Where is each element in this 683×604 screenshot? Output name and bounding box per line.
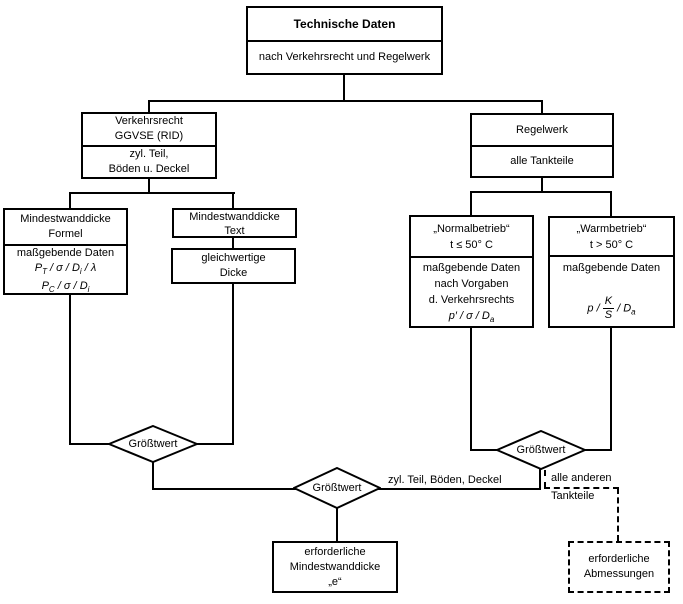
formula-p-sigma-da: p′ / σ / Da <box>448 310 495 325</box>
warmbetrieb-box: „Warmbetrieb“ t > 50° C maßgebende Daten… <box>548 216 675 328</box>
mindestwanddicke-formel-box: Mindestwanddicke Formel maßgebende Daten… <box>3 208 128 295</box>
formula-pc-sigma-di: PC / σ / Di <box>41 280 90 295</box>
connector-line <box>610 191 612 216</box>
connector-line <box>541 178 543 193</box>
gleichwertige-dicke-box: gleichwertige Dicke <box>171 248 296 284</box>
connector-line <box>336 508 338 541</box>
connector-line <box>610 328 612 450</box>
diamond-shape <box>108 425 198 463</box>
diamond-shape <box>293 467 381 509</box>
connector-line <box>470 449 499 451</box>
diamond-shape <box>496 430 586 470</box>
mindestwanddicke-text-box: Mindestwanddicke Text <box>172 208 297 238</box>
connector-line <box>232 192 234 208</box>
connector-line <box>69 295 71 445</box>
groesstwert-diamond-middle: Größtwert <box>293 467 381 509</box>
technische-daten-title: Technische Daten <box>248 8 441 42</box>
connector-line <box>470 191 612 193</box>
formel-head: Mindestwanddicke Formel <box>5 210 126 246</box>
technische-daten-subtitle: nach Verkehrsrecht und Regelwerk <box>258 51 431 64</box>
connector-line <box>470 191 472 215</box>
groesstwert-diamond-right: Größtwert <box>496 430 586 470</box>
verkehrsrecht-body: zyl. Teil, Böden u. Deckel <box>108 147 190 175</box>
verkehrsrecht-box: Verkehrsrecht GGVSE (RID) zyl. Teil, Böd… <box>81 112 217 179</box>
connector-line <box>69 192 235 194</box>
verkehrsrecht-head: Verkehrsrecht GGVSE (RID) <box>83 114 215 147</box>
edge-label-zyl-teil: zyl. Teil, Böden, Deckel <box>388 474 502 486</box>
connector-line <box>196 443 234 445</box>
regelwerk-body: alle Tankteile <box>510 155 574 168</box>
warmbetrieb-head: „Warmbetrieb“ t > 50° C <box>550 218 673 257</box>
connector-line <box>69 192 71 208</box>
connector-line <box>152 462 154 490</box>
connector-line <box>343 75 345 102</box>
erforderliche-abmessungen-box: erforderliche Abmessungen <box>568 541 670 593</box>
connector-line <box>470 328 472 450</box>
connector-line <box>148 100 543 102</box>
connector-line <box>232 284 234 445</box>
normalbetrieb-head: „Normalbetrieb“ t ≤ 50° C <box>411 217 532 258</box>
dashed-connector-line <box>544 487 619 489</box>
normalbetrieb-body: maßgebende Daten nach Vorgaben d. Verkeh… <box>411 258 532 330</box>
connector-line <box>232 238 234 248</box>
regelwerk-box: Regelwerk alle Tankteile <box>470 113 614 178</box>
formula-pt-sigma-di-lambda: PT / σ / Di / λ <box>34 262 97 277</box>
connector-line <box>541 100 543 113</box>
edge-label-alle-anderen: alle anderen <box>551 472 612 484</box>
erforderliche-mindestwanddicke-box: erforderliche Mindestwanddicke „e“ <box>272 541 398 593</box>
connector-line <box>152 488 296 490</box>
connector-line <box>69 443 111 445</box>
connector-line <box>148 179 150 194</box>
dashed-connector-line <box>544 470 546 488</box>
connector-line <box>539 469 541 490</box>
edge-label-tankteile: Tankteile <box>551 490 595 502</box>
normalbetrieb-box: „Normalbetrieb“ t ≤ 50° C maßgebende Dat… <box>409 215 534 328</box>
connector-line <box>583 449 612 451</box>
formel-body: maßgebende Daten PT / σ / Di / λ PC / σ … <box>5 246 126 297</box>
groesstwert-diamond-left: Größtwert <box>108 425 198 463</box>
regelwerk-head: Regelwerk <box>472 115 612 147</box>
connector-line <box>378 488 541 490</box>
connector-line <box>148 100 150 112</box>
dashed-connector-line <box>617 488 619 541</box>
technische-daten-box: Technische Daten nach Verkehrsrecht und … <box>246 6 443 75</box>
